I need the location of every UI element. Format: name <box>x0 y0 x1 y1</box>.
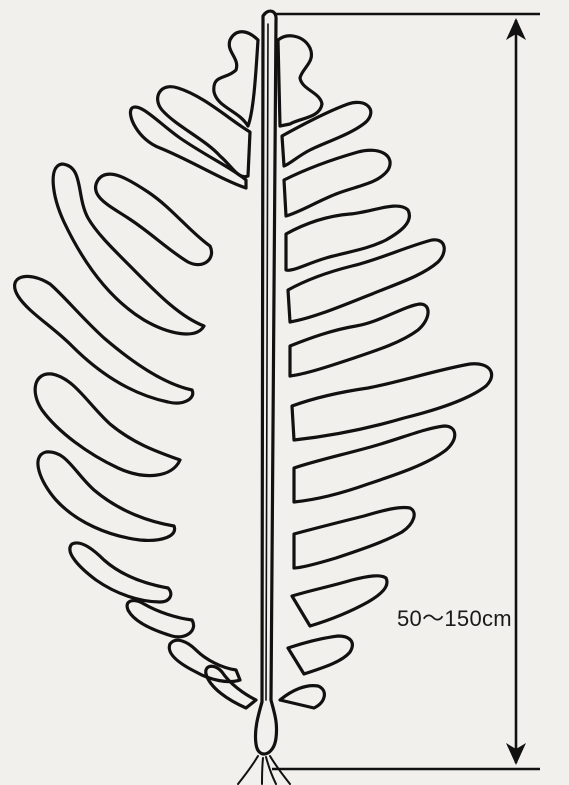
right-lobe-10 <box>292 576 387 626</box>
left-lobe-8 <box>38 452 175 541</box>
right-lobe-7 <box>292 364 492 440</box>
right-lobe-2 <box>282 102 371 166</box>
right-lobe-9 <box>294 507 414 568</box>
right-lobe-1 <box>278 36 322 126</box>
right-lobe-6 <box>290 304 428 376</box>
size-range-label: 50〜150cm <box>395 601 514 633</box>
right-lobe-12 <box>280 686 324 708</box>
left-lobe-6 <box>15 276 193 403</box>
left-lobe-11 <box>169 640 240 681</box>
left-lobe-12 <box>206 666 256 708</box>
left-lobe-4 <box>95 174 211 264</box>
left-lobe-7 <box>35 374 180 476</box>
right-lobe-3 <box>284 150 390 216</box>
right-lobe-11 <box>288 636 352 674</box>
right-lobe-4 <box>286 206 409 270</box>
left-lobe-10 <box>127 601 193 637</box>
left-lobe-9 <box>70 543 171 602</box>
midrib-center-line <box>266 24 268 700</box>
right-lobe-5 <box>288 240 444 322</box>
